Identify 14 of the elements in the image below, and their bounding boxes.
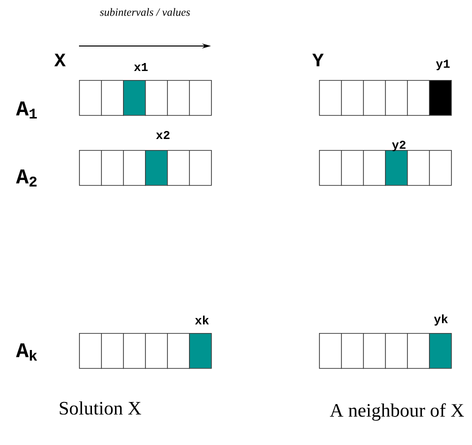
value-label: xk (195, 316, 209, 324)
value-label: x2 (156, 130, 170, 140)
value-label: yk (434, 314, 448, 326)
value-label: x1 (134, 63, 148, 71)
solution-letter: Y (312, 54, 324, 66)
solution-caption: Solution X (60, 401, 142, 415)
solution-caption: A neighbour of X (330, 403, 464, 421)
attribute-label: A$_{1}$ (16, 102, 37, 118)
solution-letter: X (54, 54, 66, 66)
axis-caption: subintervals / values (100, 8, 190, 16)
value-label: y1 (436, 60, 450, 70)
value-label: y2 (392, 140, 406, 152)
attribute-label: A$_{2}$ (16, 170, 37, 186)
attribute-label: A$_{k}$ (16, 343, 38, 361)
